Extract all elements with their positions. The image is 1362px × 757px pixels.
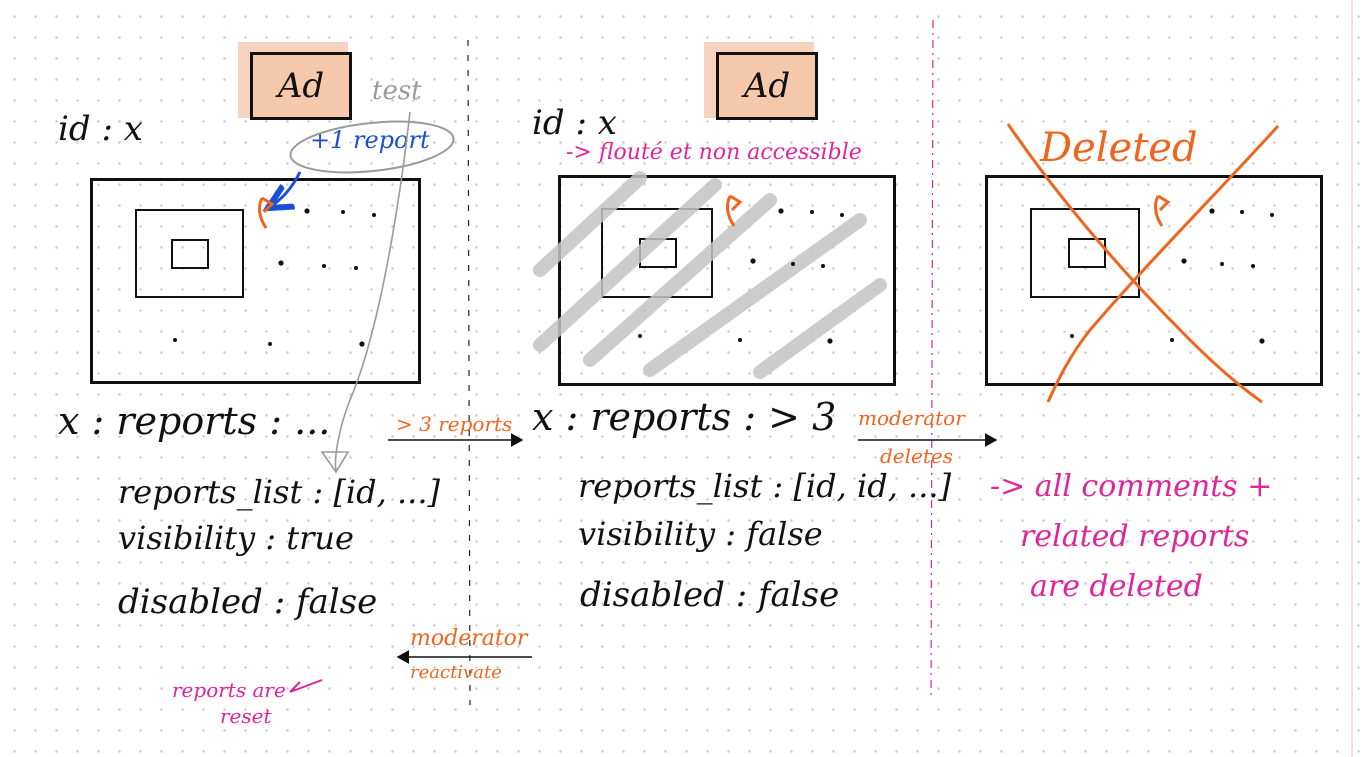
test-note: test <box>372 76 422 106</box>
back-transition-label-1: moderator <box>410 626 528 651</box>
test-arrow <box>334 111 411 471</box>
deleted-note-2: related reports <box>1020 519 1250 554</box>
ad-label: Ad <box>277 66 325 106</box>
id-label-1: id : x <box>58 109 143 149</box>
deleted-note-1: -> all comments + <box>990 469 1273 504</box>
blurred-note: -> flouté et non accessible <box>566 140 862 165</box>
flag-icon <box>726 194 743 227</box>
reports-reset-note-2: reset <box>220 704 272 728</box>
delete-cross <box>1046 124 1280 403</box>
reset-arrow <box>289 679 323 693</box>
test-arrowhead <box>320 451 350 474</box>
deleted-label: Deleted <box>1040 125 1198 171</box>
transition-label-1: > 3 reports <box>396 412 513 436</box>
ad-image-frame <box>135 209 244 298</box>
visibility-1: visibility : true <box>118 519 354 557</box>
card-dots-3 <box>1070 208 1274 344</box>
flag-icon <box>1154 194 1171 227</box>
ad-image-frame <box>1030 208 1140 298</box>
delete-cross <box>1006 123 1263 404</box>
card-dots-1 <box>173 208 376 347</box>
deleted-note-3: are deleted <box>1030 569 1203 604</box>
disabled-1: disabled : false <box>118 582 378 622</box>
image-icon <box>1068 238 1106 268</box>
blur-hatch <box>533 171 887 379</box>
reports-line-1: x : reports : ... <box>58 399 331 443</box>
ad-label: Ad <box>743 66 791 106</box>
report-bubble-outline <box>289 120 455 174</box>
report-bubble: +1 report <box>310 126 430 154</box>
ad-label-box-1: Ad <box>250 52 352 120</box>
card-dots-2 <box>638 208 844 344</box>
ad-card-3 <box>985 175 1323 386</box>
id-label-2: id : x <box>532 103 617 143</box>
reports-list-2: reports_list : [id, id, ...] <box>578 467 952 505</box>
report-arrow <box>268 171 302 208</box>
back-transition-label-2: reactivate <box>410 662 502 683</box>
reports-list-1: reports_list : [id, ...] <box>118 473 440 511</box>
reports-line-2: x : reports : > 3 <box>532 395 837 439</box>
disabled-2: disabled : false <box>580 575 840 615</box>
image-icon <box>171 239 209 269</box>
transition-label-2a: moderator <box>858 406 965 430</box>
ad-card-1 <box>90 178 421 384</box>
flag-icon <box>258 196 275 229</box>
reports-reset-note-1: reports are <box>172 678 286 702</box>
visibility-2: visibility : false <box>578 515 823 553</box>
transition-label-2b: deletes <box>880 444 954 468</box>
ad-label-box-2: Ad <box>716 52 818 120</box>
